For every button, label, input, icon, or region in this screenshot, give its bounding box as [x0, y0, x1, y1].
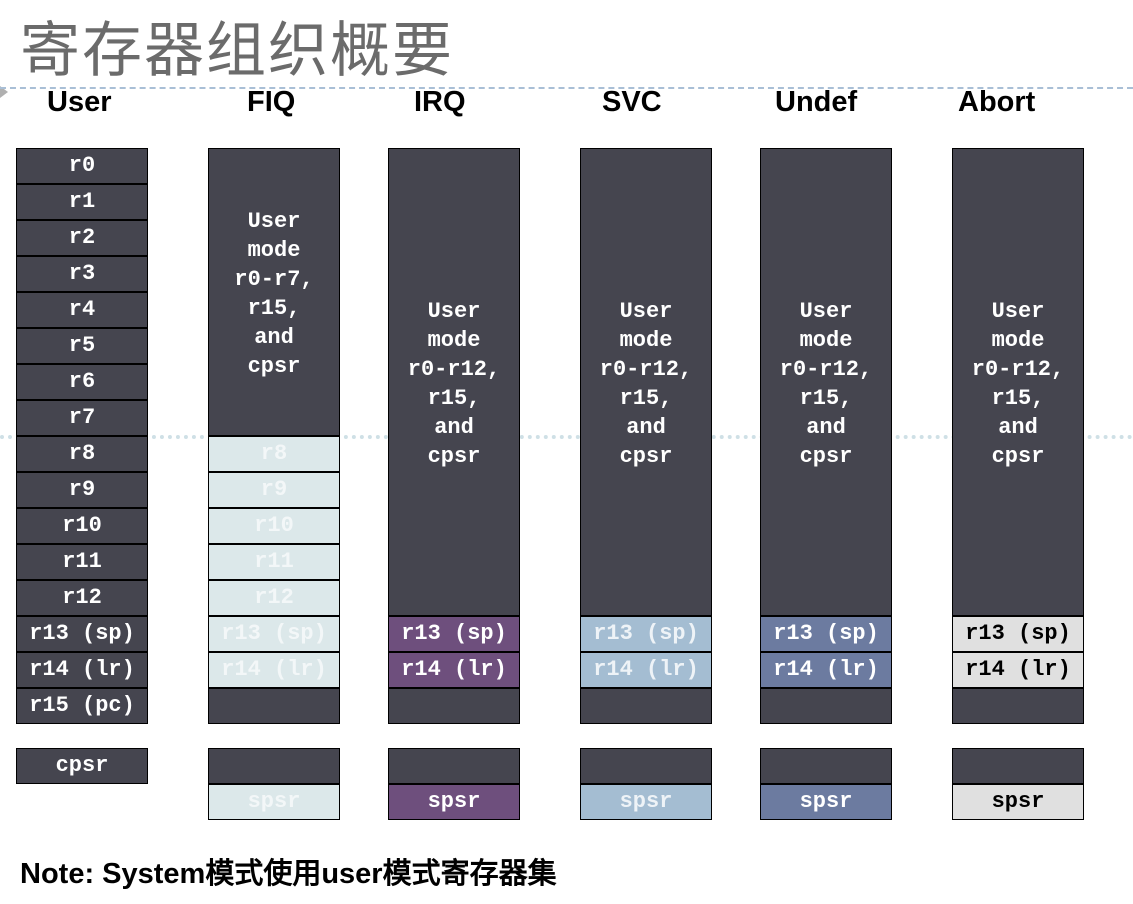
abort-spsr: spsr — [952, 784, 1084, 820]
user-reg-r10: r10 — [16, 508, 148, 544]
irq-pc-slot — [388, 688, 520, 724]
fiq-shared-text: User mode r0-r7, r15, and cpsr — [234, 209, 314, 379]
fiq-reg-r13: r13 (sp) — [208, 616, 340, 652]
user-reg-r0: r0 — [16, 148, 148, 184]
svc-cpsr-slot — [580, 748, 712, 784]
undef-spsr: spsr — [760, 784, 892, 820]
mode-label-abort: Abort — [958, 86, 1036, 118]
undef-pc-slot — [760, 688, 892, 724]
user-reg-r15: r15 (pc) — [16, 688, 148, 724]
title-divider — [0, 87, 1133, 89]
user-reg-r14: r14 (lr) — [16, 652, 148, 688]
user-reg-r5: r5 — [16, 328, 148, 364]
user-cpsr: cpsr — [16, 748, 148, 784]
user-reg-r4: r4 — [16, 292, 148, 328]
user-reg-r11: r11 — [16, 544, 148, 580]
mode-label-fiq: FIQ — [247, 86, 296, 118]
user-reg-r12: r12 — [16, 580, 148, 616]
user-reg-r1: r1 — [16, 184, 148, 220]
bullet-triangle-icon — [0, 86, 8, 98]
irq-cpsr-slot — [388, 748, 520, 784]
undef-reg-r14: r14 (lr) — [760, 652, 892, 688]
undef-shared-text: User mode r0-r12, r15, and cpsr — [779, 299, 873, 469]
fiq-spsr: spsr — [208, 784, 340, 820]
fiq-reg-r14: r14 (lr) — [208, 652, 340, 688]
user-reg-r2: r2 — [16, 220, 148, 256]
user-reg-r7: r7 — [16, 400, 148, 436]
abort-pc-slot — [952, 688, 1084, 724]
user-reg-r9: r9 — [16, 472, 148, 508]
abort-reg-r14: r14 (lr) — [952, 652, 1084, 688]
irq-shared-text: User mode r0-r12, r15, and cpsr — [407, 299, 501, 469]
irq-shared-block: User mode r0-r12, r15, and cpsr — [388, 148, 520, 616]
svc-shared-text: User mode r0-r12, r15, and cpsr — [599, 299, 693, 469]
fiq-shared-block: User mode r0-r7, r15, and cpsr — [208, 148, 340, 436]
abort-shared-text: User mode r0-r12, r15, and cpsr — [971, 299, 1065, 469]
svc-shared-block: User mode r0-r12, r15, and cpsr — [580, 148, 712, 616]
fiq-reg-r9: r9 — [208, 472, 340, 508]
user-reg-r8: r8 — [16, 436, 148, 472]
fiq-reg-r10: r10 — [208, 508, 340, 544]
mode-label-undef: Undef — [775, 86, 858, 118]
irq-reg-r14: r14 (lr) — [388, 652, 520, 688]
svc-reg-r14: r14 (lr) — [580, 652, 712, 688]
fiq-cpsr-slot — [208, 748, 340, 784]
mode-label-svc: SVC — [602, 86, 662, 118]
fiq-pc-slot — [208, 688, 340, 724]
irq-spsr: spsr — [388, 784, 520, 820]
undef-cpsr-slot — [760, 748, 892, 784]
user-reg-r13: r13 (sp) — [16, 616, 148, 652]
svc-reg-r13: r13 (sp) — [580, 616, 712, 652]
fiq-reg-r11: r11 — [208, 544, 340, 580]
mode-label-user: User — [47, 86, 112, 118]
undef-reg-r13: r13 (sp) — [760, 616, 892, 652]
undef-shared-block: User mode r0-r12, r15, and cpsr — [760, 148, 892, 616]
abort-shared-block: User mode r0-r12, r15, and cpsr — [952, 148, 1084, 616]
svc-pc-slot — [580, 688, 712, 724]
system-mode-note: Note: System模式使用user模式寄存器集 — [20, 858, 557, 890]
abort-reg-r13: r13 (sp) — [952, 616, 1084, 652]
mode-label-irq: IRQ — [414, 86, 466, 118]
user-reg-r3: r3 — [16, 256, 148, 292]
fiq-reg-r12: r12 — [208, 580, 340, 616]
irq-reg-r13: r13 (sp) — [388, 616, 520, 652]
dotted-divider — [0, 435, 1133, 439]
user-reg-r6: r6 — [16, 364, 148, 400]
svc-spsr: spsr — [580, 784, 712, 820]
abort-cpsr-slot — [952, 748, 1084, 784]
fiq-reg-r8: r8 — [208, 436, 340, 472]
page-title: 寄存器组织概要 — [20, 16, 454, 86]
